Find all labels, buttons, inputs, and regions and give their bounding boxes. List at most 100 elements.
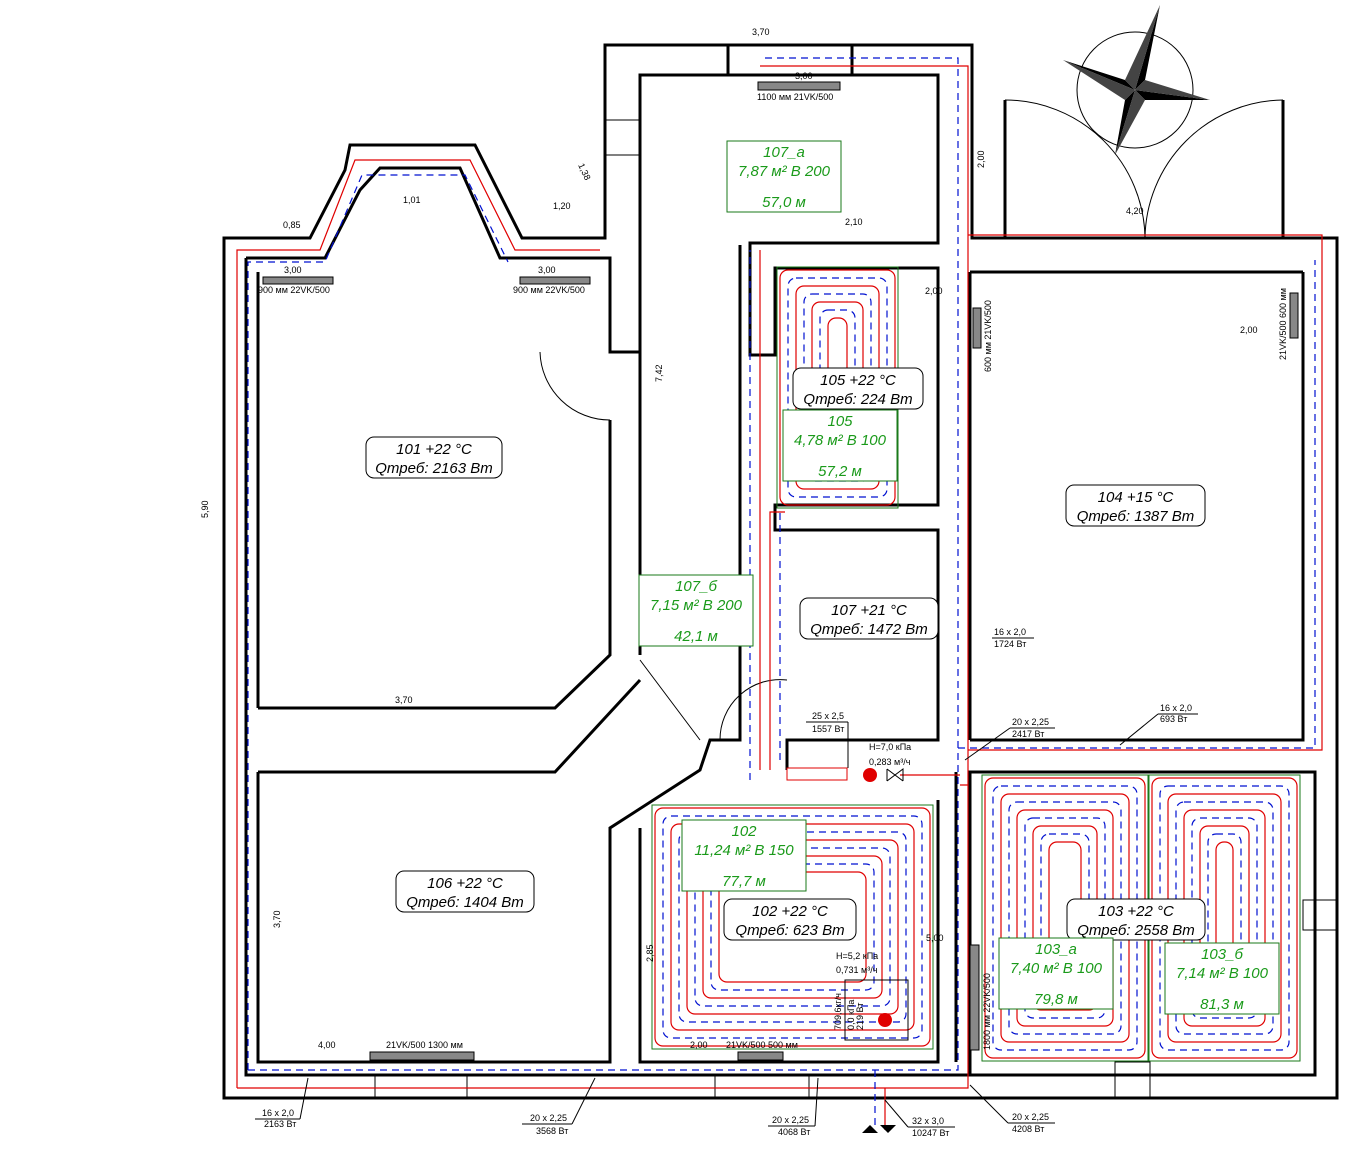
dim: 1,20 [553,201,571,211]
label-text: 4208 Вт [1012,1124,1044,1134]
label-text: 102 [731,823,757,840]
label-text: 219 Вт [855,1003,865,1030]
label-text: 4,78 м² B 100 [794,432,887,449]
dim: 3,70 [272,910,282,928]
label-text: 20 x 2,25 [1012,717,1049,727]
label-text: 20 x 2,25 [1012,1112,1049,1122]
dim: 1800 мм 22VK/500 [982,973,992,1050]
label-text: 0,283 м³/ч [869,757,911,767]
pipe-label: 32 x 3,0 10247 Вт [884,1099,955,1138]
compass-rose-icon [1063,5,1210,155]
dim: 3,00 [795,71,813,81]
label-text: 693 Вт [1160,714,1187,724]
dimensions: 3,70 3,00 1100 мм 21VK/500 1,38 1,01 0,8… [200,27,1288,1050]
dim: 3,70 [395,695,413,705]
label-text: 107_б [675,578,717,595]
dim: 900 мм 22VK/500 [513,285,585,295]
dim: 2,00 [690,1040,708,1050]
walls [222,43,1339,1100]
coil-loop [654,807,931,1047]
pipe-label: 20 x 2,25 3568 Вт [522,1077,596,1136]
dim: 2,10 [845,217,863,227]
label-text: 16 x 2,0 [262,1108,294,1118]
coil-loop [1175,801,1274,1035]
dim: 4,00 [318,1040,336,1050]
dim: 21VK/500 1300 мм [386,1040,463,1050]
label-text: 7,40 м² B 100 [1010,960,1103,977]
label-text: 7,14 м² B 100 [1176,965,1269,982]
label-text: 10247 Вт [912,1128,949,1138]
dim: 2,00 [976,150,986,168]
label-text: Qтреб: 623 Вт [735,922,844,939]
pipe-label: 20 x 2,25 4208 Вт [969,1084,1055,1134]
coil-loop [662,815,923,1039]
loop-label-103_а: 103_а 7,40 м² B 100 79,8 м [998,937,1114,1010]
dim: 3,00 [284,265,302,275]
dim: 2,85 [645,944,655,962]
room-label-107: 107 +21 °C Qтреб: 1472 Вт [799,597,939,640]
radiators [262,81,1299,1061]
label-text: 79,8 м [1034,991,1078,1008]
room-label-105: 105 +22 °C Qтреб: 224 Вт [792,367,924,410]
label-text: Qтреб: 1472 Вт [810,621,928,638]
label-text: 106 +22 °C [427,875,503,892]
label-text: 57,0 м [762,194,806,211]
label-text: Qтреб: 2163 Вт [375,460,493,477]
label-text: 16 x 2,0 [994,627,1026,637]
label-text: 107_а [763,144,805,161]
label-text: H=5,2 кПа [836,951,878,961]
label-text: 3568 Вт [536,1126,568,1136]
label-text: 1724 Вт [994,639,1026,649]
label-text: Qтреб: 224 Вт [803,391,912,408]
label-text: 105 [827,413,853,430]
label-text: 20 x 2,25 [530,1113,567,1123]
valve-icon [886,768,904,782]
label-text: 77,7 м [722,873,766,890]
riser-arrows-icon [862,1125,896,1133]
room-label-102: 102 +22 °C Qтреб: 623 Вт [723,898,857,941]
dim: 3,70 [752,27,770,37]
coil-loop [678,831,907,1023]
label-text: 102 +22 °C [752,903,828,920]
label-text: 32 x 3,0 [912,1116,944,1126]
pump-icon [863,768,877,782]
dim: 0,85 [283,220,301,230]
label-text: Qтреб: 1387 Вт [1077,508,1195,525]
label-text: 2163 Вт [264,1119,296,1129]
pipe-label: 16 x 2,0 1724 Вт [992,627,1034,649]
pipes [236,57,1323,1130]
dim: 5,00 [926,933,944,943]
dim: 600 мм 21VK/500 [983,300,993,372]
dim: 5,90 [200,500,210,518]
label-text: 103_б [1201,946,1243,963]
label-text: 25 x 2,5 [812,711,844,721]
dim: 7,42 [654,364,664,382]
label-text: 0,0 кПа [846,1000,856,1030]
label-text: 103_а [1035,941,1077,958]
label-text: 7,15 м² B 200 [650,597,743,614]
label-text: 107 +21 °C [831,602,907,619]
dim: 4,20 [1126,206,1144,216]
pipe-label: 20 x 2,25 2417 Вт [964,717,1055,761]
label-text: 57,2 м [818,463,862,480]
label-text: 105 +22 °C [820,372,896,389]
pump-info: H=7,0 кПа 0,283 м³/ч H=5,2 кПа 0,731 м³/… [833,742,911,1030]
loop-border [651,804,934,1050]
label-text: 709,6кг/ч [833,993,843,1030]
label-text: 2417 Вт [1012,729,1044,739]
label-text: H=7,0 кПа [869,742,911,752]
label-text: 0,731 м³/ч [836,965,878,975]
dim: 3,00 [538,265,556,275]
label-text: 4068 Вт [778,1127,810,1137]
